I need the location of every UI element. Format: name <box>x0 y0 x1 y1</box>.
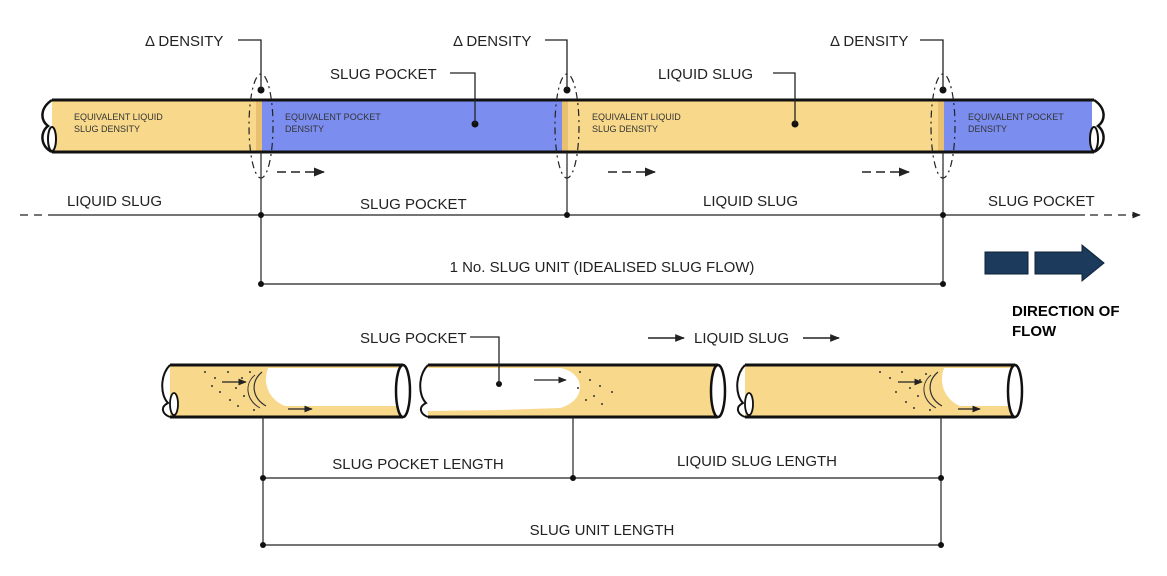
seg2-label-line1: EQUIVALENT POCKET <box>285 112 381 122</box>
axis-label-slug-pocket-2: SLUG POCKET <box>988 193 1095 210</box>
slug-unit-label: 1 No. SLUG UNIT (IDEALISED SLUG FLOW) <box>450 259 755 276</box>
seg2-label-line2: DENSITY <box>285 124 324 134</box>
density-transition-1 <box>256 100 262 152</box>
bottom-liquid-slug-callout: LIQUID SLUG <box>694 330 789 347</box>
axis-label-liquid-slug-1: LIQUID SLUG <box>67 193 162 210</box>
seg1-label-line2: SLUG DENSITY <box>74 124 140 134</box>
direction-label-line1: DIRECTION OF <box>1012 303 1120 320</box>
bottom-pipe-1 <box>161 363 412 419</box>
flow-axis <box>20 152 1141 284</box>
bottom-callout-leaders <box>470 336 500 384</box>
density-callout-3: Δ DENSITY <box>830 33 908 50</box>
slug-pocket-length-label: SLUG POCKET LENGTH <box>332 456 503 473</box>
liquid-slug-segment-1 <box>52 100 260 152</box>
direction-label-line2: FLOW <box>1012 323 1057 340</box>
slug-unit-dimension <box>258 281 946 287</box>
liquid-slug-segment-2 <box>566 100 942 152</box>
density-callout-2: Δ DENSITY <box>453 33 531 50</box>
bottom-slug-pocket-callout: SLUG POCKET <box>360 330 467 347</box>
seg3-label-line2: SLUG DENSITY <box>592 124 658 134</box>
top-pipe: EQUIVALENT LIQUID SLUG DENSITY EQUIVALEN… <box>41 98 1105 154</box>
slug-pocket-segment-2 <box>942 100 1092 152</box>
direction-arrow-icon <box>984 243 1105 283</box>
slug-pocket-callout: SLUG POCKET <box>330 66 437 83</box>
bottom-pipe-3 <box>736 363 1024 419</box>
bubble-speckles <box>204 371 931 411</box>
liquid-slug-callout: LIQUID SLUG <box>658 66 753 83</box>
axis-label-liquid-slug-2: LIQUID SLUG <box>703 193 798 210</box>
slug-unit-length-label: SLUG UNIT LENGTH <box>530 522 675 539</box>
seg4-label-line1: EQUIVALENT POCKET <box>968 112 1064 122</box>
seg3-label-line1: EQUIVALENT LIQUID <box>592 112 681 122</box>
axis-label-slug-pocket-1: SLUG POCKET <box>360 196 467 213</box>
seg4-label-line2: DENSITY <box>968 124 1007 134</box>
pipe-left-end <box>41 98 53 154</box>
slug-pocket-segment-1 <box>260 100 566 152</box>
density-transition-3 <box>938 100 944 152</box>
density-transition-2 <box>562 100 568 152</box>
bottom-pipe-2 <box>419 363 727 419</box>
liquid-slug-length-label: LIQUID SLUG LENGTH <box>677 453 837 470</box>
density-callout-1: Δ DENSITY <box>145 33 223 50</box>
seg1-label-line1: EQUIVALENT LIQUID <box>74 112 163 122</box>
top-callouts <box>238 39 944 124</box>
